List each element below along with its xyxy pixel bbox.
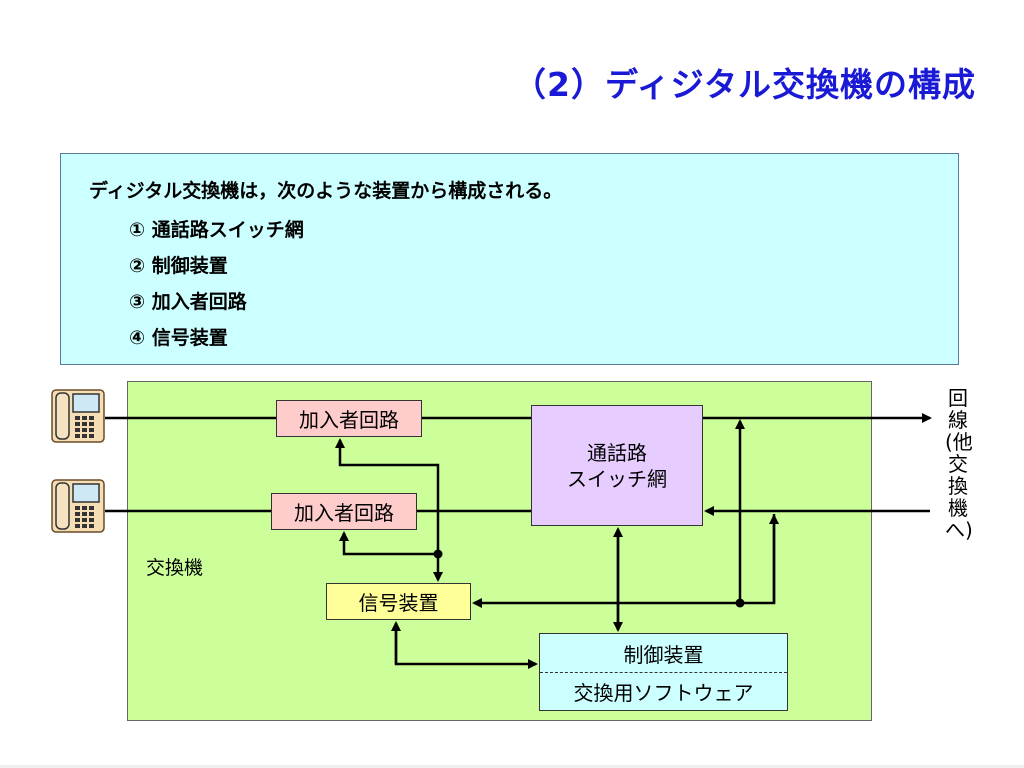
- telephone-icon: [51, 479, 105, 533]
- list-item: ② 制御装置: [129, 255, 228, 277]
- signal-to-sub2-line: [339, 531, 438, 556]
- switch-network-label-line1: 通話路: [587, 440, 647, 465]
- junction-dot: [433, 549, 443, 559]
- info-box: ディジタル交換機は，次のような装置から構成される。 ① 通話路スイッチ網 ② 制…: [60, 153, 959, 365]
- signal-unit-box: 信号装置: [326, 583, 471, 620]
- signal-to-sub1-line: [335, 438, 440, 554]
- subscriber-circuit-2: 加入者回路: [271, 493, 417, 530]
- trunk-line-label: 回線(他交換機へ): [945, 386, 973, 542]
- signal-to-control-line: [394, 624, 538, 669]
- incoming-to-signal-line: [740, 514, 776, 605]
- info-intro: ディジタル交換機は，次のような装置から構成される。: [89, 180, 563, 202]
- list-item: ① 通話路スイッチ網: [129, 219, 304, 241]
- page-title: （2）ディジタル交換機の構成: [513, 65, 976, 104]
- switch-network-box: 通話路 スイッチ網: [531, 405, 703, 526]
- control-unit-label: 制御装置: [540, 634, 787, 673]
- junction-dot: [735, 598, 745, 608]
- list-item: ③ 加入者回路: [129, 291, 247, 313]
- telephone-icon: [51, 389, 105, 443]
- control-unit-box: 制御装置 交換用ソフトウェア: [539, 633, 788, 711]
- subscriber-circuit-1: 加入者回路: [276, 400, 422, 437]
- switch-network-label-line2: スイッチ網: [567, 466, 667, 491]
- footer-rule: [0, 765, 1024, 768]
- component-list: ① 通話路スイッチ網 ② 制御装置 ③ 加入者回路 ④ 信号装置: [129, 212, 304, 356]
- exchange-software-label: 交換用ソフトウェア: [573, 681, 754, 705]
- list-item: ④ 信号装置: [129, 327, 228, 349]
- exchange-label: 交換機: [146, 557, 204, 579]
